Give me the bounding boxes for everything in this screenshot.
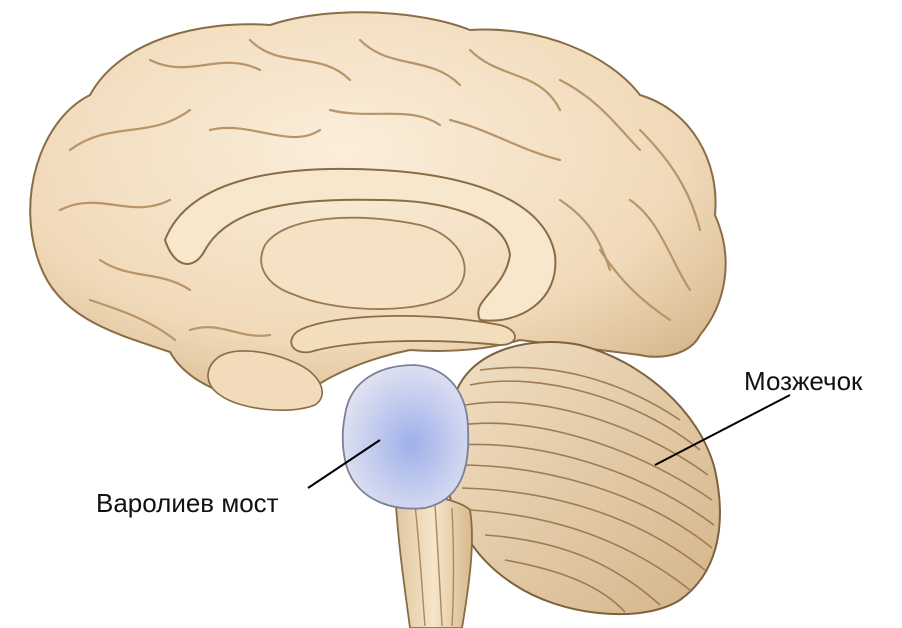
cerebrum-shape (30, 12, 725, 405)
brainstem (395, 490, 472, 628)
cerebellum-label: Мозжечок (744, 366, 862, 397)
pons-label: Варолиев мост (96, 488, 279, 519)
pons (343, 365, 468, 509)
